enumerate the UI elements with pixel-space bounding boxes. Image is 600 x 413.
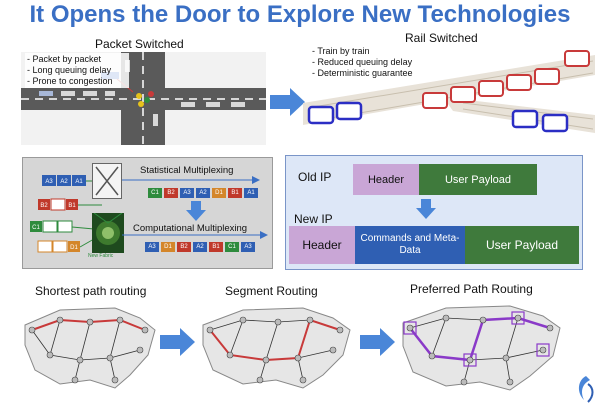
us-network-map-segment [202,307,351,389]
arrow-line [122,231,268,239]
preferred-path-routing-label: Preferred Path Routing [410,282,533,296]
rail-switched-illustration [303,45,595,148]
svg-text:A2: A2 [60,179,68,185]
statistical-output-queue: C1 B2 A3 A2 D1 B1 A1 [148,188,258,199]
queue-cell: C1 [148,188,162,198]
queue-cell: B2 [177,242,191,252]
bullet-item: - Train by train [312,46,370,56]
down-arrow-icon [186,201,206,221]
new-fabric-chip-icon [92,213,124,253]
queue-cell: C1 [225,242,239,252]
rail-switched-bullets: - Train by train - Reduced queuing delay… [312,46,442,79]
arrow-line [122,176,260,184]
rail-switched-label: Rail Switched [405,31,478,45]
right-arrow-icon [360,328,395,356]
train-track-diagram [303,50,595,133]
new-ip-label: New IP [294,212,333,226]
old-ip-payload: User Payload [419,164,537,195]
new-ip-metadata: Commands and Meta-Data [355,226,465,264]
input-queues: A3 A2 A1 B2 B1 C1 D1 [30,175,102,253]
queue-cell: A2 [193,242,207,252]
bullet-item: - Prone to congestion [27,76,113,86]
right-arrow-icon [270,88,305,116]
queue-cell: A1 [244,188,258,198]
svg-text:B2: B2 [40,203,48,209]
corner-logo-icon [578,376,594,403]
page-title: It Opens the Door to Explore New Technol… [29,1,571,28]
svg-text:D1: D1 [70,245,78,251]
bullet-item: - Packet by packet [27,54,102,64]
old-ip-label: Old IP [298,170,332,184]
computational-multiplexing-label: Computational Multiplexing [133,223,248,234]
right-arrow-icon [160,328,195,356]
svg-text:A1: A1 [75,179,83,185]
svg-text:C1: C1 [32,225,40,231]
svg-text:B1: B1 [68,203,76,209]
computational-output-queue: A3 D1 B2 A2 B1 C1 A3 [145,242,265,253]
queue-cell: A3 [145,242,159,252]
bullet-item: - Long queuing delay [27,65,112,75]
bullet-item: - Reduced queuing delay [312,57,413,67]
fabric-label: New Fabric [88,253,114,259]
queue-cell: A3 [241,242,255,252]
new-ip-header: Header [289,226,355,264]
us-network-map-preferred [402,305,561,391]
us-network-map-shortest [24,307,156,389]
down-arrow-icon [416,199,436,219]
new-ip-payload: User Payload [465,226,579,264]
queue-cell: B1 [228,188,242,198]
segment-routing-label: Segment Routing [225,284,318,298]
packet-switched-bullets: - Packet by packet - Long queuing delay … [25,53,129,88]
queue-cell: D1 [161,242,175,252]
queue-cell: A2 [196,188,210,198]
queue-cell: B2 [164,188,178,198]
queue-cell: B1 [209,242,223,252]
old-ip-header: Header [353,164,419,195]
queue-cell: A3 [180,188,194,198]
queue-cell: D1 [212,188,226,198]
bullet-item: - Deterministic guarantee [312,68,413,78]
switch-crossbar-icon [92,163,122,199]
svg-text:A3: A3 [45,179,53,185]
statistical-multiplexing-label: Statistical Multiplexing [140,165,234,176]
packet-switched-label: Packet Switched [95,37,184,51]
shortest-path-routing-label: Shortest path routing [35,284,147,298]
